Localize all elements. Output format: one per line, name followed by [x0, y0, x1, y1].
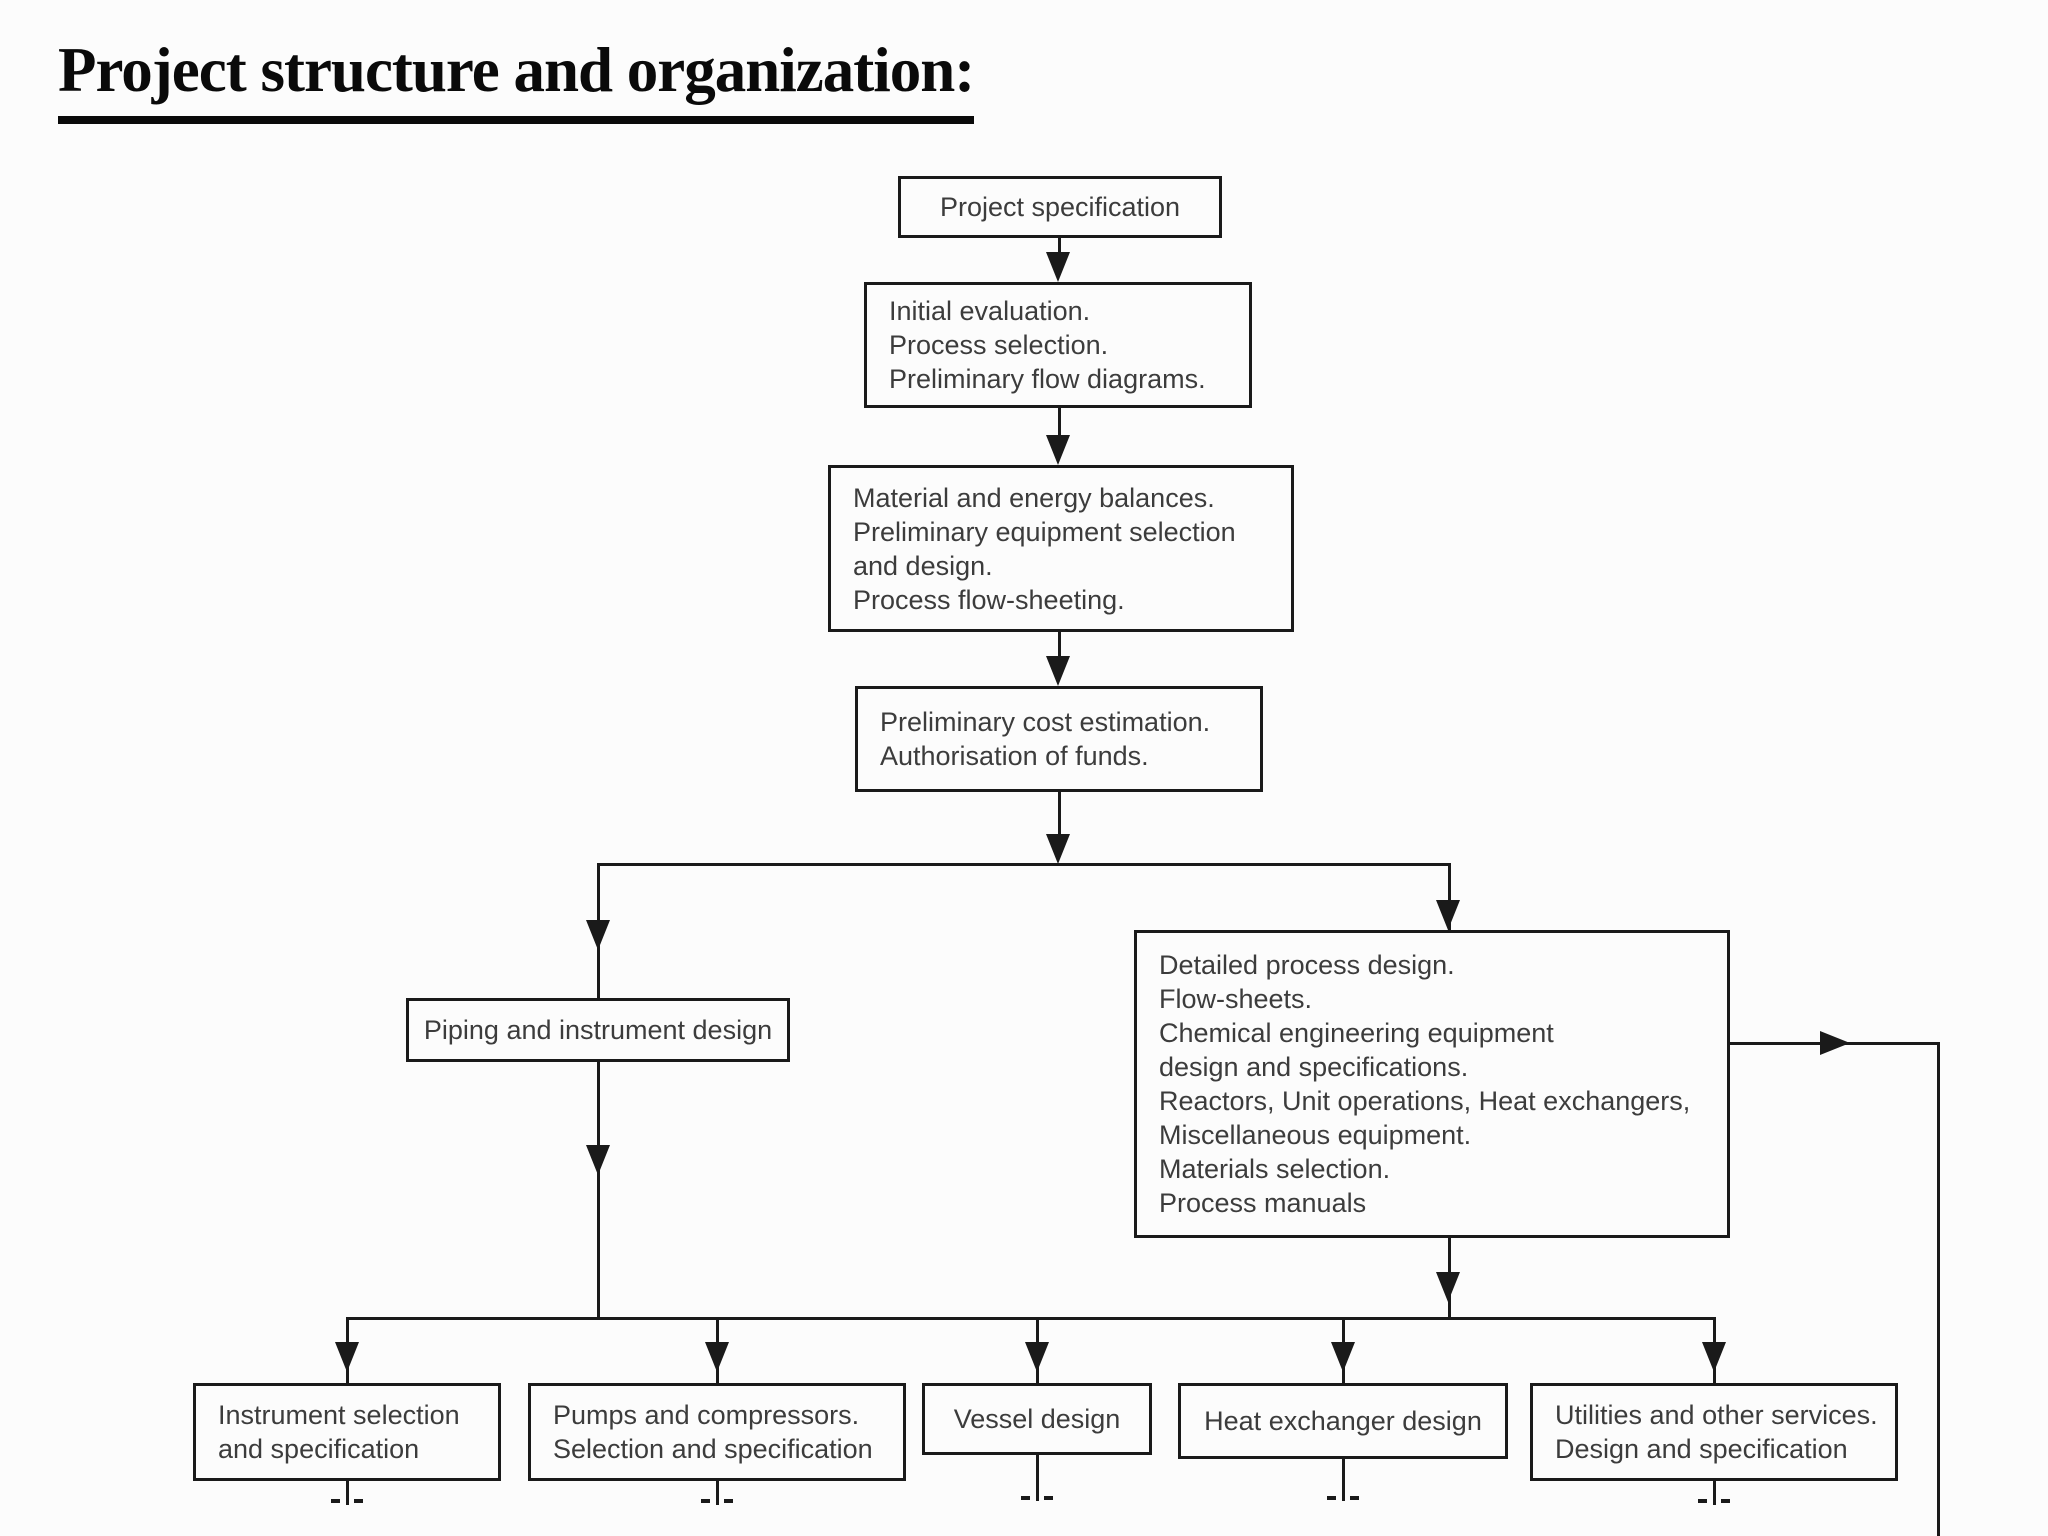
node-line: and design. — [853, 550, 993, 581]
node-piping-instrument-design: Piping and instrument design — [406, 998, 790, 1062]
node-detailed-process-design: Detailed process design. Flow-sheets. Ch… — [1134, 930, 1730, 1238]
arrow-down-icon — [1046, 252, 1070, 282]
connector-bottom-rail — [346, 1317, 1716, 1320]
arrow-down-icon — [586, 920, 610, 950]
node-heat-exchanger-design: Heat exchanger design — [1178, 1383, 1508, 1459]
stub-barb — [1350, 1496, 1359, 1500]
node-utilities-services: Utilities and other services. Design and… — [1530, 1383, 1898, 1481]
node-line: Process manuals — [1159, 1188, 1367, 1218]
stub-utilities — [1713, 1481, 1716, 1505]
node-line: Design and specification — [1555, 1434, 1848, 1464]
arrow-down-icon — [1046, 435, 1070, 465]
stub-barb — [331, 1499, 340, 1503]
node-line: Process flow-sheeting. — [853, 584, 1125, 615]
node-line: Utilities and other services. — [1555, 1400, 1878, 1430]
stub-pumps — [716, 1481, 719, 1505]
node-line: Material and energy balances. — [853, 482, 1215, 513]
stub-barb — [1044, 1496, 1053, 1500]
arrow-down-icon — [1331, 1342, 1355, 1372]
arrow-down-icon — [1436, 900, 1460, 930]
node-line: and specification — [218, 1434, 420, 1464]
node-line: Selection and specification — [553, 1434, 873, 1464]
node-line: design and specifications. — [1159, 1052, 1469, 1082]
stub-barb — [1698, 1499, 1707, 1503]
stub-instrument — [346, 1481, 349, 1505]
node-line: Miscellaneous equipment. — [1159, 1120, 1472, 1150]
node-line: Materials selection. — [1159, 1154, 1391, 1184]
page-title: Project structure and organization: — [58, 34, 975, 124]
arrow-down-icon — [705, 1342, 729, 1372]
node-line: Heat exchanger design — [1204, 1406, 1482, 1436]
node-line: Preliminary flow diagrams. — [889, 364, 1206, 394]
connector-spec-to-initial — [1058, 238, 1061, 258]
arrow-down-icon — [1025, 1342, 1049, 1372]
connector-cost-to-junction — [1058, 792, 1061, 838]
node-line: Initial evaluation. — [889, 296, 1091, 326]
arrow-down-icon — [1046, 834, 1070, 864]
arrow-right-icon — [1820, 1031, 1850, 1055]
stub-vessel — [1036, 1455, 1039, 1501]
node-line: Chemical engineering equipment — [1159, 1018, 1554, 1048]
node-line: Detailed process design. — [1159, 950, 1455, 980]
stub-barb — [701, 1499, 710, 1503]
arrow-down-icon — [586, 1145, 610, 1175]
arrow-down-icon — [1046, 656, 1070, 686]
connector-bypass-vertical — [1937, 1042, 1940, 1536]
node-material-energy-balances: Material and energy balances. Preliminar… — [828, 465, 1294, 632]
node-vessel-design: Vessel design — [922, 1383, 1152, 1455]
node-line: Preliminary equipment selection — [853, 516, 1236, 547]
connector-material-to-cost — [1058, 632, 1061, 660]
stub-barb — [724, 1499, 733, 1503]
node-initial-evaluation: Initial evaluation. Process selection. P… — [864, 282, 1252, 408]
node-line: Piping and instrument design — [423, 1015, 773, 1045]
stub-barb — [1721, 1499, 1730, 1503]
stub-barb — [1327, 1496, 1336, 1500]
arrow-down-icon — [1702, 1342, 1726, 1372]
node-line: Authorisation of funds. — [880, 741, 1149, 771]
node-line: Reactors, Unit operations, Heat exchange… — [1159, 1086, 1691, 1116]
connector-initial-to-material — [1058, 408, 1061, 438]
node-pumps-compressors: Pumps and compressors. Selection and spe… — [528, 1383, 906, 1481]
connector-junction-horizontal — [597, 863, 1451, 866]
stub-barb — [1021, 1496, 1030, 1500]
stub-heat-exchanger — [1342, 1459, 1345, 1501]
node-line: Process selection. — [889, 330, 1109, 360]
node-line: Flow-sheets. — [1159, 984, 1313, 1014]
node-project-specification: Project specification — [898, 176, 1222, 238]
connector-junction-to-detailed — [1448, 863, 1451, 930]
arrow-down-icon — [1436, 1272, 1460, 1302]
node-instrument-selection: Instrument selection and specification — [193, 1383, 501, 1481]
node-cost-estimation: Preliminary cost estimation. Authorisati… — [855, 686, 1263, 792]
arrow-down-icon — [335, 1342, 359, 1372]
node-line: Preliminary cost estimation. — [880, 707, 1211, 737]
node-line: Vessel design — [953, 1404, 1121, 1434]
connector-piping-to-rail — [597, 1062, 600, 1318]
node-line: Project specification — [939, 192, 1181, 222]
node-line: Instrument selection — [218, 1400, 460, 1430]
node-line: Pumps and compressors. — [553, 1400, 860, 1430]
stub-barb — [354, 1499, 363, 1503]
